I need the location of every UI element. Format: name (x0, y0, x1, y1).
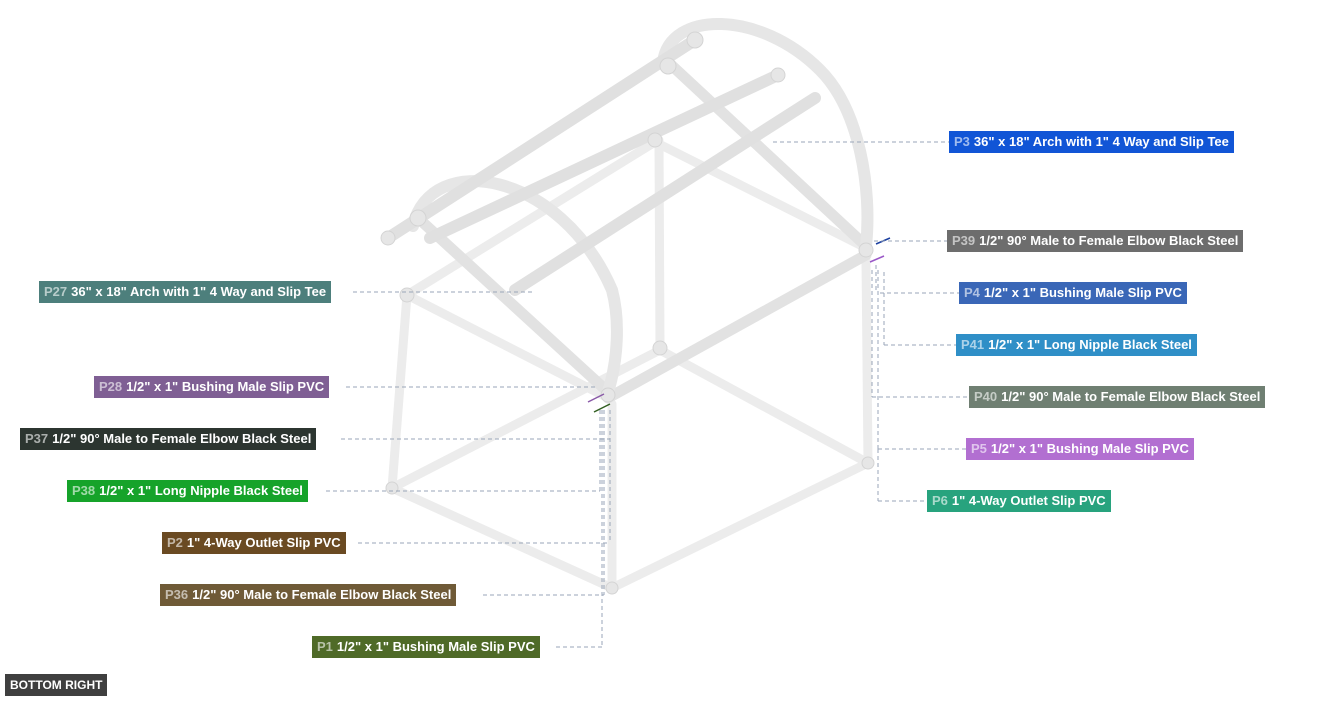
part-name: 1/2" x 1" Bushing Male Slip PVC (990, 441, 1189, 456)
part-name: 1/2" x 1" Bushing Male Slip PVC (336, 639, 535, 654)
leader-lines (326, 141, 970, 648)
fittings (380, 31, 875, 595)
part-name: 1/2" 90° Male to Female Elbow Black Stee… (52, 431, 312, 446)
part-name: 1/2" x 1" Long Nipple Black Steel (988, 337, 1192, 352)
part-name: 36" x 18" Arch with 1" 4 Way and Slip Te… (973, 134, 1229, 149)
part-id: P37 (25, 431, 49, 446)
view-orientation-label: BOTTOM RIGHT (5, 674, 108, 696)
part-id: P5 (971, 441, 987, 456)
part-id: P2 (167, 535, 183, 550)
part-id: P27 (44, 284, 68, 299)
part-id: P28 (99, 379, 123, 394)
part-id: P40 (974, 389, 998, 404)
part-name: 1" 4-Way Outlet Slip PVC (186, 535, 341, 550)
ridge-tubes (382, 34, 821, 296)
part-name: 1/2" 90° Male to Female Elbow Black Stee… (1001, 389, 1261, 404)
part-id: P38 (72, 483, 96, 498)
part-name: 1/2" 90° Male to Female Elbow Black Stee… (192, 587, 452, 602)
part-id: P41 (961, 337, 985, 352)
part-name: 1/2" 90° Male to Female Elbow Black Stee… (979, 233, 1239, 248)
part-markers (587, 237, 891, 413)
part-id: P39 (952, 233, 976, 248)
part-id: P3 (954, 134, 970, 149)
top-frame (412, 56, 872, 404)
part-name: 1/2" x 1" Long Nipple Black Steel (99, 483, 303, 498)
part-id: P6 (932, 493, 948, 508)
part-id: P1 (317, 639, 333, 654)
part-id: P36 (165, 587, 189, 602)
part-id: P4 (964, 285, 980, 300)
part-name: 36" x 18" Arch with 1" 4 Way and Slip Te… (71, 284, 327, 299)
part-name: 1/2" x 1" Bushing Male Slip PVC (983, 285, 1182, 300)
part-name: 1/2" x 1" Bushing Male Slip PVC (126, 379, 325, 394)
part-name: 1" 4-Way Outlet Slip PVC (951, 493, 1106, 508)
base-frame (387, 135, 873, 593)
